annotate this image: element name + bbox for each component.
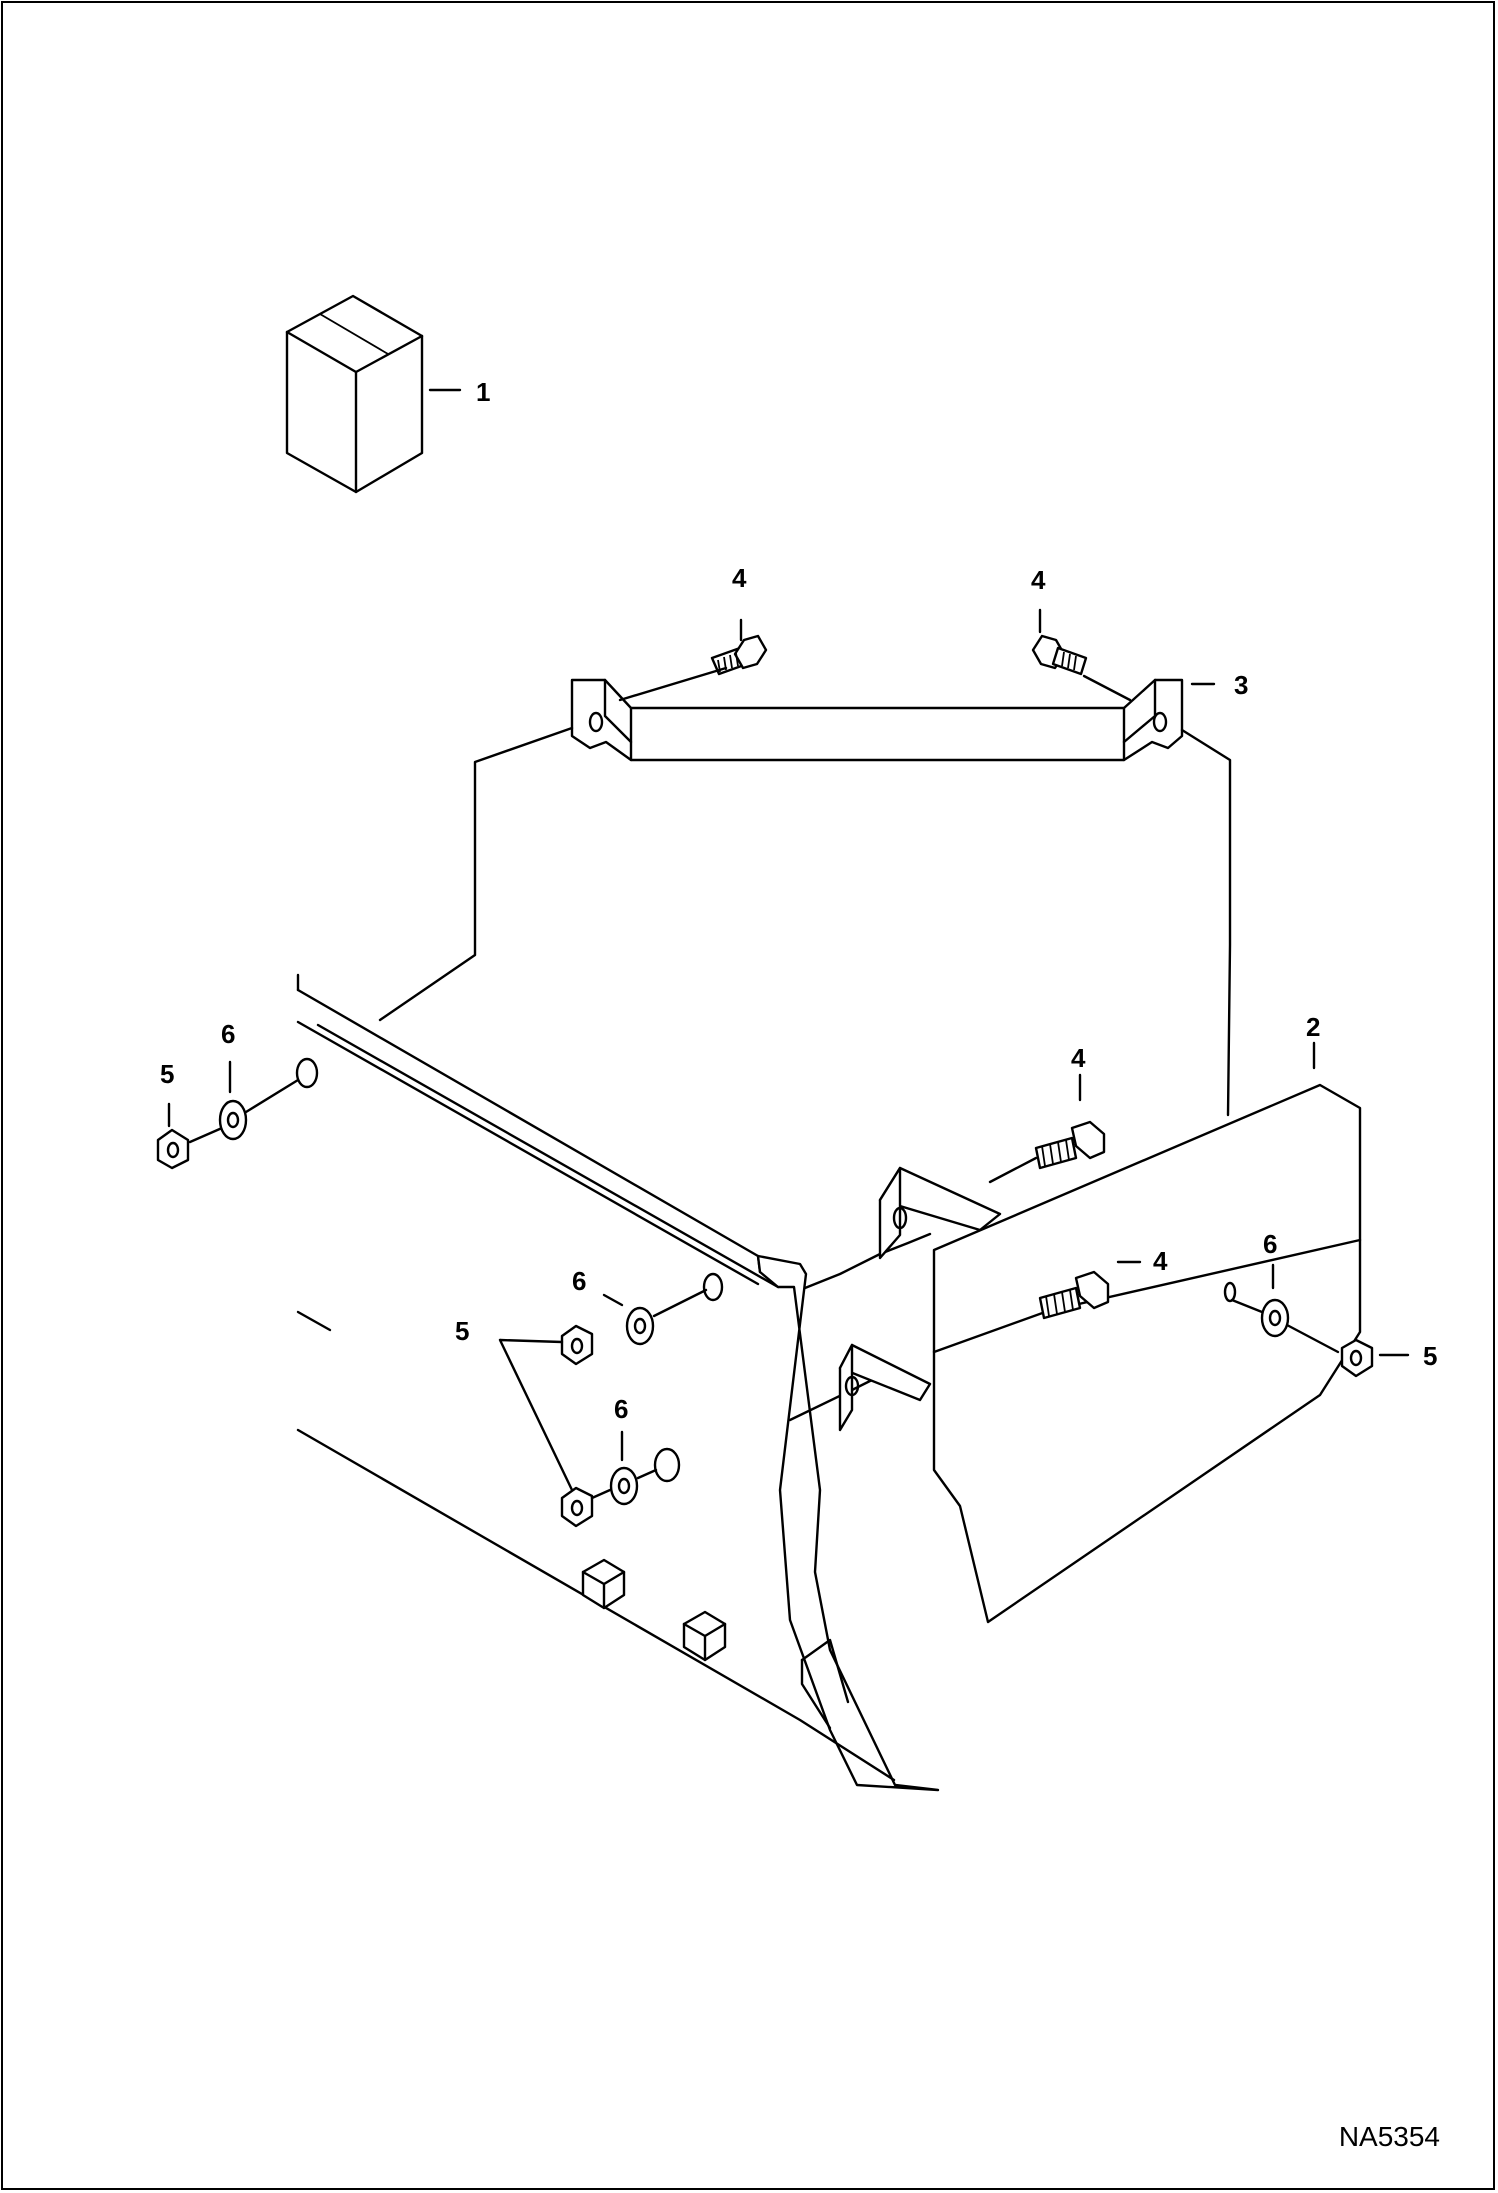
callout-6-center-lower: 6	[614, 1394, 628, 1424]
dozer-blade	[295, 973, 940, 1792]
part-1-kit-box	[285, 294, 462, 494]
part-2-side-plate	[838, 1041, 1362, 1624]
callout-4-plate-lower: 4	[1153, 1246, 1168, 1276]
center-hardware-upper	[560, 1288, 708, 1366]
callout-5-center: 5	[455, 1316, 469, 1346]
callout-4-plate-upper: 4	[1071, 1043, 1086, 1073]
callout-4-brace-right: 4	[1031, 565, 1046, 595]
callout-5-left: 5	[160, 1059, 174, 1089]
figure-id: NA5354	[1338, 2121, 1440, 2152]
callout-3: 3	[1234, 670, 1248, 700]
brace-bolt-left	[618, 618, 768, 702]
part-3-brace	[570, 678, 1216, 762]
callout-6-left: 6	[221, 1019, 235, 1049]
right-hardware	[1223, 1263, 1410, 1378]
left-hardware	[156, 1060, 300, 1170]
center-hardware-lower	[560, 1430, 658, 1528]
callout-6-right: 6	[1263, 1229, 1277, 1259]
brace-bolt-right	[1031, 608, 1132, 702]
callout-1: 1	[476, 377, 490, 407]
callout-2: 2	[1306, 1012, 1320, 1042]
side-plate-bolt-lower	[1038, 1260, 1142, 1320]
callout-5-right: 5	[1423, 1341, 1437, 1371]
callout-4-brace-left: 4	[732, 563, 747, 593]
callout-5-split-leader	[498, 1338, 574, 1492]
callout-6-center-upper: 6	[572, 1266, 586, 1296]
side-plate-bolt-upper	[988, 1073, 1106, 1184]
